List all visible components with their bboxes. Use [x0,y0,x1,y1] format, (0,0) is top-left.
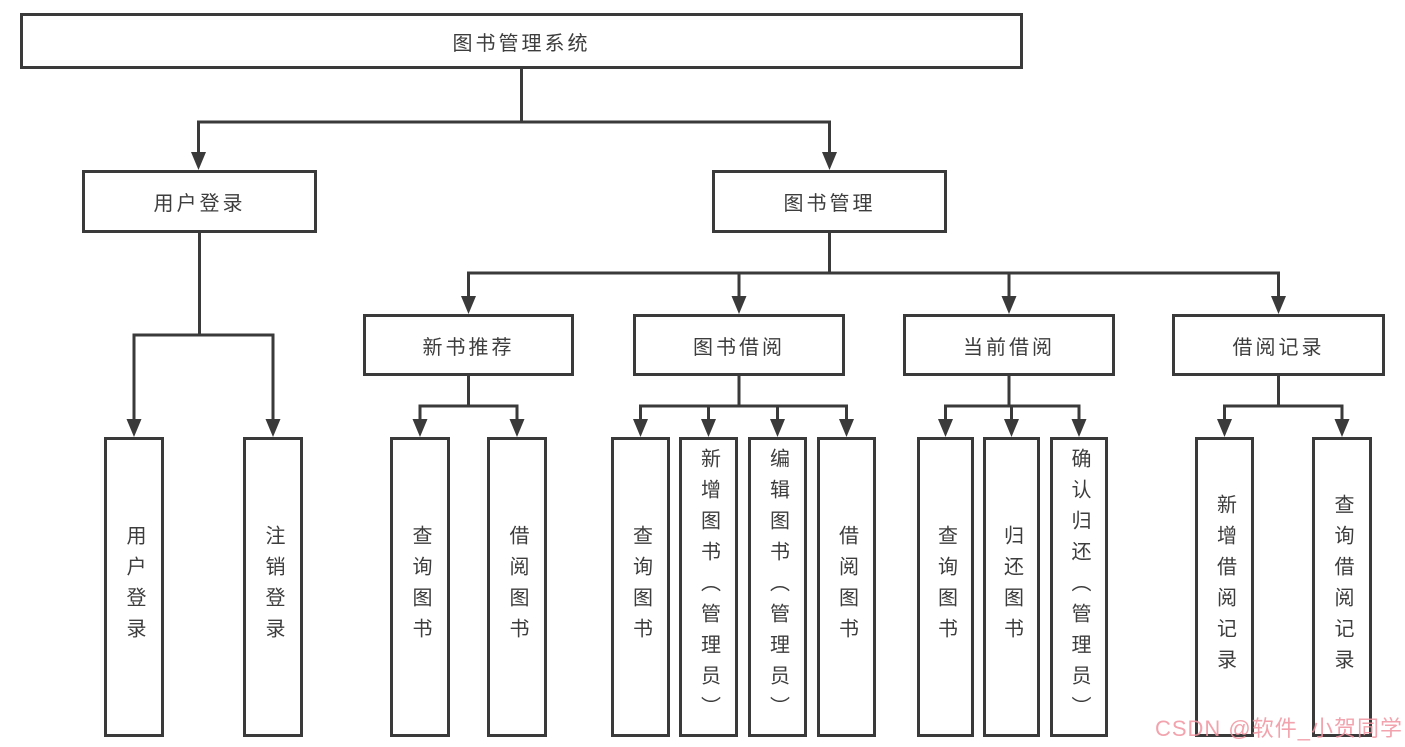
leaf-query-books-current: 查询图书 [917,437,974,737]
node-label: 图书管理 [783,193,876,215]
node-label: 图书借阅 [693,336,785,359]
leaf-borrow-books: 借阅图书 [817,437,876,737]
leaf-user-login: 用户登录 [104,437,164,737]
leaf-borrow-books-recommend: 借阅图书 [487,437,547,737]
leaf-query-books-recommend: 查询图书 [390,437,450,737]
node-current-borrowing: 当前借阅 [903,314,1115,376]
leaf-return-books: 归还图书 [983,437,1040,737]
node-user-login: 用户登录 [82,170,317,233]
csdn-watermark: CSDN @软件_小贺同学 [1154,716,1403,741]
node-borrowing-records: 借阅记录 [1172,314,1385,376]
leaf-edit-books-admin: 编辑图书（管理员） [748,437,807,737]
node-label: 注销登录 [262,525,284,649]
node-new-book-recommend: 新书推荐 [363,314,574,376]
leaf-add-books-admin: 新增图书（管理员） [679,437,738,737]
node-label: 新增借阅记录 [1213,494,1236,680]
node-label: 确认归还（管理员） [1068,447,1090,727]
node-label: 归还图书 [1000,525,1023,649]
node-label: 借阅图书 [506,525,528,649]
node-label: 新增图书（管理员） [697,447,720,727]
node-book-management: 图书管理 [712,170,947,233]
leaf-query-borrow-record: 查询借阅记录 [1312,437,1372,737]
node-label: 当前借阅 [963,336,1055,359]
node-label: 新书推荐 [422,336,515,359]
node-label: 查询图书 [934,525,957,649]
node-label: 借阅记录 [1232,336,1325,359]
node-label: 图书管理系统 [452,32,591,55]
node-label: 借阅图书 [835,525,858,649]
node-label: 查询借阅记录 [1331,494,1353,680]
leaf-logout: 注销登录 [243,437,303,737]
node-label: 查询图书 [629,525,652,649]
node-label: 查询图书 [409,525,431,649]
leaf-add-borrow-record: 新增借阅记录 [1195,437,1254,737]
node-book-borrowing: 图书借阅 [633,314,845,376]
node-label: 用户登录 [153,193,246,215]
node-library-system-root: 图书管理系统 [20,13,1023,69]
leaf-query-books-borrowing: 查询图书 [611,437,670,737]
node-label: 用户登录 [123,525,145,649]
node-label: 编辑图书（管理员） [766,447,789,727]
leaf-confirm-return-admin: 确认归还（管理员） [1050,437,1108,737]
